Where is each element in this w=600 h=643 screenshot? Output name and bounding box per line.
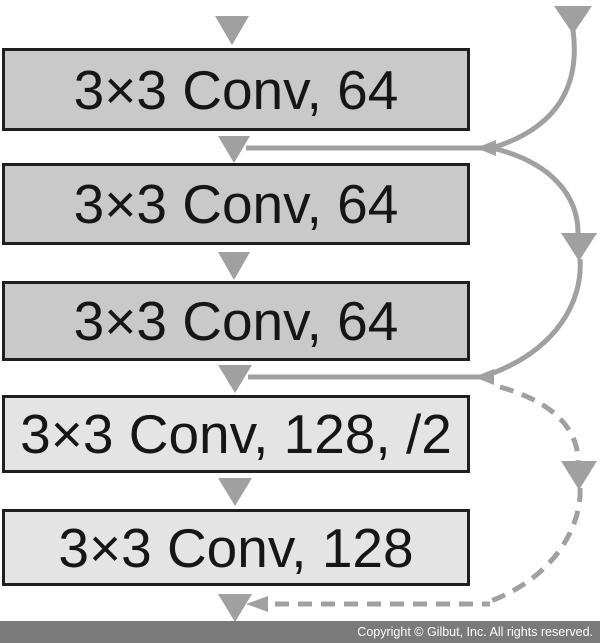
conv-layer-5: 3×3 Conv, 128 bbox=[2, 509, 470, 586]
conv-layer-3: 3×3 Conv, 64 bbox=[2, 281, 470, 361]
conv-layer-4-label: 3×3 Conv, 128, /2 bbox=[20, 403, 452, 465]
conv-layer-3-label: 3×3 Conv, 64 bbox=[73, 290, 399, 352]
flow-arrow-junction-1 bbox=[218, 136, 250, 163]
conv-layer-1: 3×3 Conv, 64 bbox=[2, 48, 470, 131]
flow-arrow-junction-2 bbox=[218, 365, 252, 393]
skip-arrowhead-top bbox=[554, 6, 592, 34]
conv-layer-1-label: 3×3 Conv, 64 bbox=[73, 58, 399, 121]
skip-arc-2-3-upper bbox=[491, 145, 581, 236]
skip-arc-4-5-upper bbox=[499, 384, 581, 464]
conv-layer-2-label: 3×3 Conv, 64 bbox=[73, 173, 399, 235]
flow-arrow-4-5 bbox=[218, 478, 252, 506]
skip-arrowhead-mid bbox=[561, 233, 597, 261]
skip-arrowhead-dashed bbox=[561, 461, 597, 490]
flow-arrow-2-3 bbox=[218, 252, 250, 280]
skip-arc-top bbox=[491, 29, 577, 151]
flow-arrow-input bbox=[215, 16, 249, 45]
conv-layer-2: 3×3 Conv, 64 bbox=[2, 163, 470, 245]
skip-arc-2-3-lower bbox=[481, 258, 583, 380]
copyright-text: Copyright © Gilbut, Inc. All rights rese… bbox=[357, 625, 593, 639]
skip-arc-4-5-lower bbox=[487, 487, 583, 605]
flow-arrow-junction-3 bbox=[218, 594, 252, 622]
conv-layer-5-label: 3×3 Conv, 128 bbox=[58, 516, 414, 579]
conv-layer-4: 3×3 Conv, 128, /2 bbox=[2, 395, 470, 473]
copyright-bar: Copyright © Gilbut, Inc. All rights rese… bbox=[0, 621, 600, 643]
